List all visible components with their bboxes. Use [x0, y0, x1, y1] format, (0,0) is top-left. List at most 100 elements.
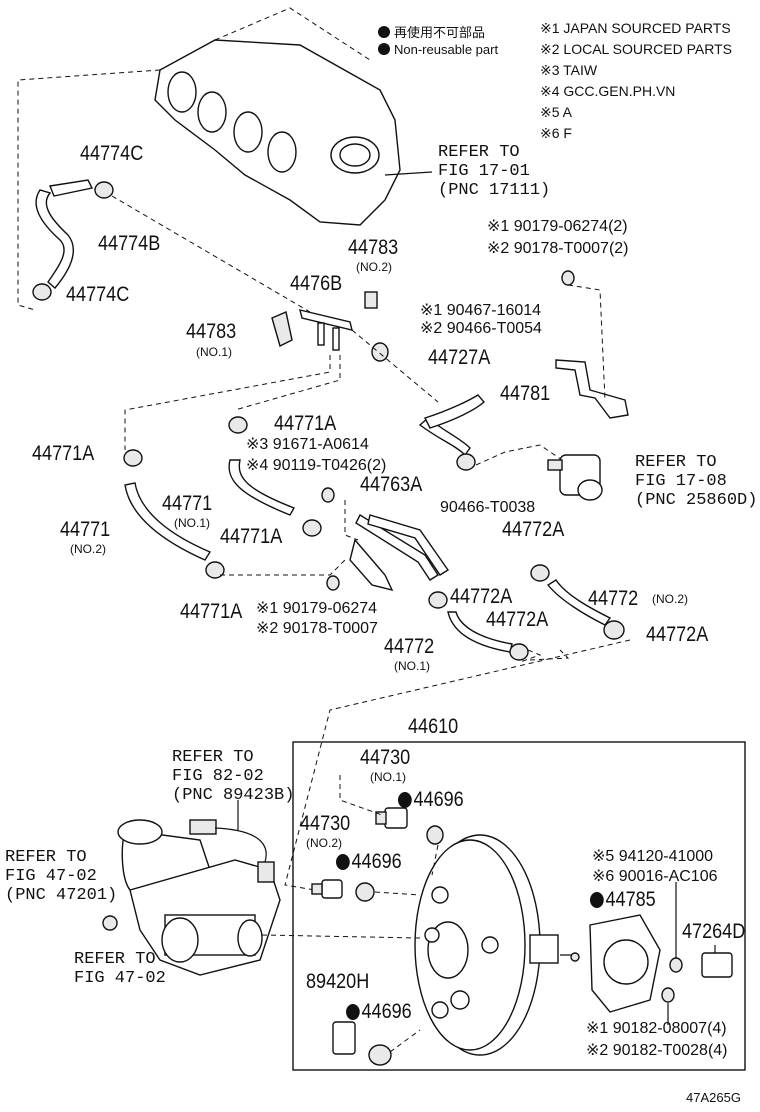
- part-44696-c-text: 44696: [361, 1000, 412, 1023]
- master-cylinder: [117, 819, 281, 976]
- hose-44772-no2: [530, 564, 625, 640]
- part-44772-no2-sub: (NO.2): [652, 592, 688, 606]
- part-89420H[interactable]: 89420H: [306, 970, 370, 993]
- hose-44772-no1: [428, 591, 529, 661]
- part-44772-no2[interactable]: 44772: [588, 587, 639, 610]
- ref-line: FIG 47-02: [74, 969, 166, 988]
- part-44783-no1[interactable]: 44783: [186, 320, 237, 343]
- part-44696-a-text: 44696: [413, 788, 464, 811]
- note-90179-06274[interactable]: ※1 90179-06274: [256, 600, 378, 617]
- leader-44772-mid: [529, 649, 570, 661]
- nonreusable-dot-icon: [336, 854, 350, 870]
- note-90016-AC106[interactable]: ※6 90016-AC106: [592, 868, 718, 885]
- part-44785-text: 44785: [605, 888, 656, 911]
- part-44610[interactable]: 44610: [408, 715, 459, 738]
- nonreusable-dot-icon: [398, 792, 412, 808]
- part-4476B[interactable]: 4476B: [290, 272, 343, 295]
- legend-en-text: Non-reusable part: [394, 42, 499, 57]
- leader-44763-up: [344, 500, 359, 541]
- ref-fig-82-02[interactable]: REFER TO FIG 82-02 (PNC 89423B): [172, 748, 294, 805]
- ref-line: REFER TO: [438, 143, 520, 162]
- part-44774C-top[interactable]: 44774C: [80, 142, 144, 165]
- part-44727A[interactable]: 44727A: [428, 346, 491, 369]
- booster-assembly-box: [292, 741, 746, 1071]
- legend-source-6: ※6 F: [540, 125, 572, 141]
- ref-line: (PNC 25860D): [635, 491, 758, 510]
- part-47264D[interactable]: 47264D: [682, 920, 746, 943]
- clevis-47264D: [701, 952, 733, 978]
- part-44730-no1[interactable]: 44730: [360, 746, 411, 769]
- part-44771-no1[interactable]: 44771: [162, 492, 213, 515]
- ref-line: (PNC 47201): [5, 886, 118, 905]
- legend-nonreusable-jp: 再使用不可部品: [378, 22, 485, 41]
- ref-fig-47-02-pnc[interactable]: REFER TO FIG 47-02 (PNC 47201): [5, 848, 117, 905]
- leader-44772-right: [519, 649, 542, 663]
- ref-fig-17-01[interactable]: REFER TO FIG 17-01 (PNC 17111): [438, 143, 550, 200]
- part-44696-a[interactable]: 44696: [398, 788, 464, 812]
- nonreusable-dot-icon: [346, 1004, 360, 1020]
- part-44772-no1[interactable]: 44772: [384, 635, 435, 658]
- part-44772A-r2[interactable]: 44772A: [646, 623, 709, 646]
- leader-manifold-left: [17, 69, 161, 311]
- part-44696-b[interactable]: 44696: [336, 850, 402, 874]
- note-90119-T0426[interactable]: ※4 90119-T0426(2): [246, 457, 387, 474]
- leader-44774-4476B: [111, 195, 311, 313]
- part-44730-no1-sub: (NO.1): [370, 770, 406, 784]
- leader-4476B-down: [124, 355, 331, 450]
- part-44730-no2[interactable]: 44730: [300, 812, 351, 835]
- note-90179-06274-2[interactable]: ※1 90179-06274(2): [487, 218, 628, 235]
- ref-line: FIG 47-02: [5, 867, 97, 886]
- part-44783-no2[interactable]: 44783: [348, 236, 399, 259]
- note-90467-16014[interactable]: ※1 90467-16014: [420, 302, 542, 319]
- note-90178-T0007-2[interactable]: ※2 90178-T0007(2): [487, 240, 629, 257]
- part-44774C-bottom[interactable]: 44774C: [66, 283, 130, 306]
- hose-44774B: [32, 179, 114, 301]
- ref-line: (PNC 89423B): [172, 786, 295, 805]
- bracket-44781: [555, 359, 629, 419]
- note-90182-08007[interactable]: ※1 90182-08007(4): [586, 1020, 727, 1037]
- note-90182-T0028[interactable]: ※2 90182-T0028(4): [586, 1042, 728, 1059]
- part-44781[interactable]: 44781: [500, 382, 551, 405]
- legend-source-5: ※5 A: [540, 104, 572, 120]
- note-90178-T0007[interactable]: ※2 90178-T0007: [256, 620, 378, 637]
- part-44696-c[interactable]: 44696: [346, 1000, 412, 1024]
- note-94120-41000[interactable]: ※5 94120-41000: [592, 848, 714, 865]
- part-44783-no2-sub: (NO.2): [356, 260, 392, 274]
- part-44771A-mid[interactable]: 44771A: [220, 525, 283, 548]
- check-valve-no2: [311, 879, 375, 902]
- part-44785[interactable]: 44785: [590, 888, 656, 912]
- leader-tee-44727: [351, 329, 439, 403]
- leader-sensor-booster: [389, 1029, 421, 1053]
- legend-source-4: ※4 GCC.GEN.PH.VN: [540, 83, 676, 99]
- part-44772A-c2[interactable]: 44772A: [486, 608, 549, 631]
- part-44771-no2[interactable]: 44771: [60, 518, 111, 541]
- hose-44771-no1: [228, 416, 322, 537]
- ref-line: FIG 17-01: [438, 162, 530, 181]
- ref-fig-17-08[interactable]: REFER TO FIG 17-08 (PNC 25860D): [635, 453, 757, 510]
- part-44771A-bottom[interactable]: 44771A: [180, 600, 243, 623]
- part-44763A[interactable]: 44763A: [360, 473, 423, 496]
- note-90466-T0054[interactable]: ※2 90466-T0054: [420, 320, 542, 337]
- part-44774B[interactable]: 44774B: [98, 232, 161, 255]
- ref-line: REFER TO: [5, 848, 87, 867]
- nut-90182: [661, 987, 675, 1003]
- part-44772A-r1[interactable]: 44772A: [502, 518, 565, 541]
- part-44730-no2-sub: (NO.2): [306, 836, 342, 850]
- legend-source-3: ※3 TAIW: [540, 62, 598, 78]
- nonreusable-dot-icon: [378, 26, 390, 38]
- legend-source-1: ※1 JAPAN SOURCED PARTS: [540, 20, 731, 36]
- part-44772A-c1[interactable]: 44772A: [450, 585, 513, 608]
- ref-fig-47-02[interactable]: REFER TO FIG 47-02: [74, 950, 166, 988]
- part-44783-no1-sub: (NO.1): [196, 345, 232, 359]
- leader-44771-joint: [220, 559, 346, 576]
- check-valve-no1: [375, 807, 444, 845]
- part-44771A-a[interactable]: 44771A: [274, 412, 337, 435]
- note-91671-A0614[interactable]: ※3 91671-A0614: [246, 436, 369, 453]
- part-44771A-left[interactable]: 44771A: [32, 442, 95, 465]
- leader-valve1: [339, 775, 383, 816]
- part-44771-no1-sub: (NO.1): [174, 516, 210, 530]
- nonreusable-dot-icon: [378, 43, 390, 55]
- note-90466-T0038[interactable]: 90466-T0038: [440, 499, 536, 516]
- bolt-90179: [561, 270, 575, 286]
- hose-44727A: [418, 394, 485, 471]
